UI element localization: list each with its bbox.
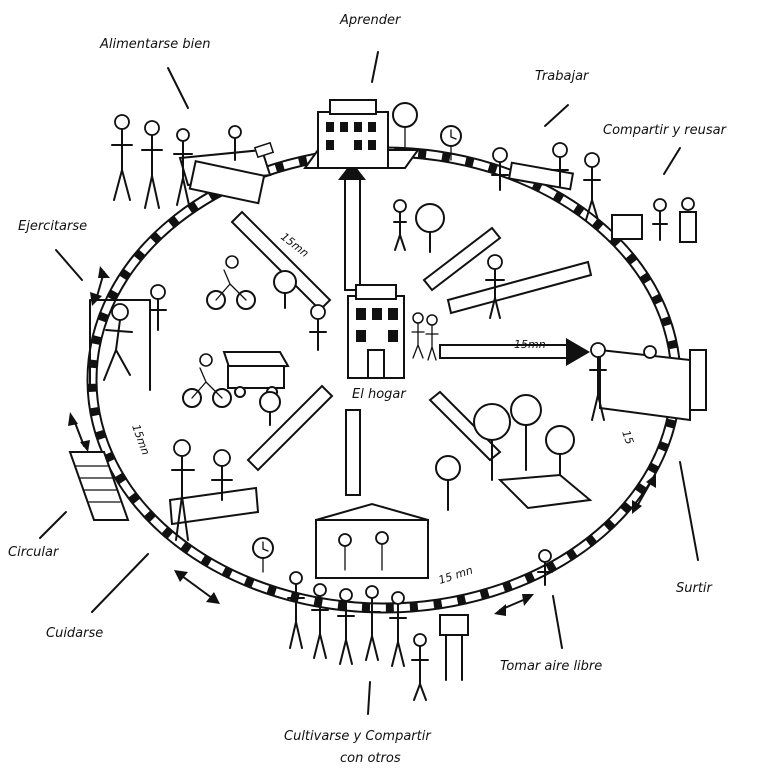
person-icon bbox=[309, 304, 327, 351]
label-compartir: Compartir y reusar bbox=[603, 123, 728, 138]
alimentarse-pointer bbox=[167, 67, 189, 109]
label-circular: Circular bbox=[8, 545, 60, 560]
label-surtir: Surtir bbox=[676, 581, 714, 596]
crowd-of-people bbox=[287, 571, 469, 701]
surtir-pointer bbox=[679, 461, 699, 561]
center-label: El hogar bbox=[352, 387, 407, 402]
label-cuidarse: Cuidarse bbox=[46, 626, 103, 641]
tree-icon bbox=[435, 455, 461, 511]
share-reuse-space bbox=[611, 197, 697, 243]
tree-icon bbox=[259, 391, 281, 426]
food-cart bbox=[222, 351, 290, 398]
radial-roads bbox=[230, 162, 593, 496]
compartir-pointer bbox=[663, 147, 681, 175]
person-icon bbox=[393, 199, 407, 251]
label-cultivarse-line2: con otros bbox=[340, 751, 401, 766]
label-aire-libre: Tomar aire libre bbox=[500, 659, 602, 674]
home-building bbox=[347, 284, 439, 379]
double-arrow-icon bbox=[494, 594, 534, 616]
trabajar-pointer bbox=[544, 104, 569, 127]
tree-icon bbox=[415, 203, 445, 253]
aire-libre-pointer bbox=[552, 595, 563, 649]
tree-icon bbox=[545, 425, 575, 491]
label-aprender: Aprender bbox=[339, 13, 402, 28]
cultivarse-pointer bbox=[367, 681, 371, 715]
stairs-ramp bbox=[68, 451, 130, 521]
bicycle-icon bbox=[206, 255, 256, 310]
school-building bbox=[303, 99, 420, 169]
double-arrow-icon bbox=[68, 412, 90, 452]
circular-pointer bbox=[39, 511, 67, 539]
park-area bbox=[435, 394, 593, 586]
tree-icon bbox=[510, 394, 542, 471]
bicycle-icon bbox=[182, 353, 232, 408]
clock-icon bbox=[440, 125, 462, 161]
double-arrow-icon bbox=[174, 570, 220, 604]
label-cultivarse-line1: Cultivarse y Compartir bbox=[284, 729, 432, 744]
community-hall bbox=[315, 502, 429, 579]
person-icon bbox=[485, 254, 505, 319]
tree-icon bbox=[473, 403, 511, 481]
double-arrow-icon bbox=[90, 266, 110, 306]
cuidarse-pointer bbox=[91, 553, 149, 613]
distance-label-center-right: 15mn bbox=[514, 338, 546, 351]
tree-icon bbox=[273, 270, 297, 309]
shop-counter bbox=[589, 342, 707, 422]
distance-label-left: 15mn bbox=[129, 423, 152, 457]
aprender-pointer bbox=[371, 51, 379, 83]
label-ejercitarse: Ejercitarse bbox=[18, 219, 87, 234]
label-alimentarse: Alimentarse bien bbox=[99, 37, 210, 52]
exercise-area bbox=[89, 266, 167, 391]
distance-label-bottom: 15 mn bbox=[437, 564, 475, 587]
label-trabajar: Trabajar bbox=[535, 69, 590, 84]
clock-icon bbox=[252, 537, 274, 573]
distance-label-right-top: 15 bbox=[619, 429, 636, 447]
clinic bbox=[168, 439, 260, 541]
workplace bbox=[491, 142, 601, 221]
ejercitarse-pointer bbox=[55, 249, 83, 281]
food-market bbox=[111, 114, 275, 209]
double-arrow-icon bbox=[632, 474, 656, 514]
